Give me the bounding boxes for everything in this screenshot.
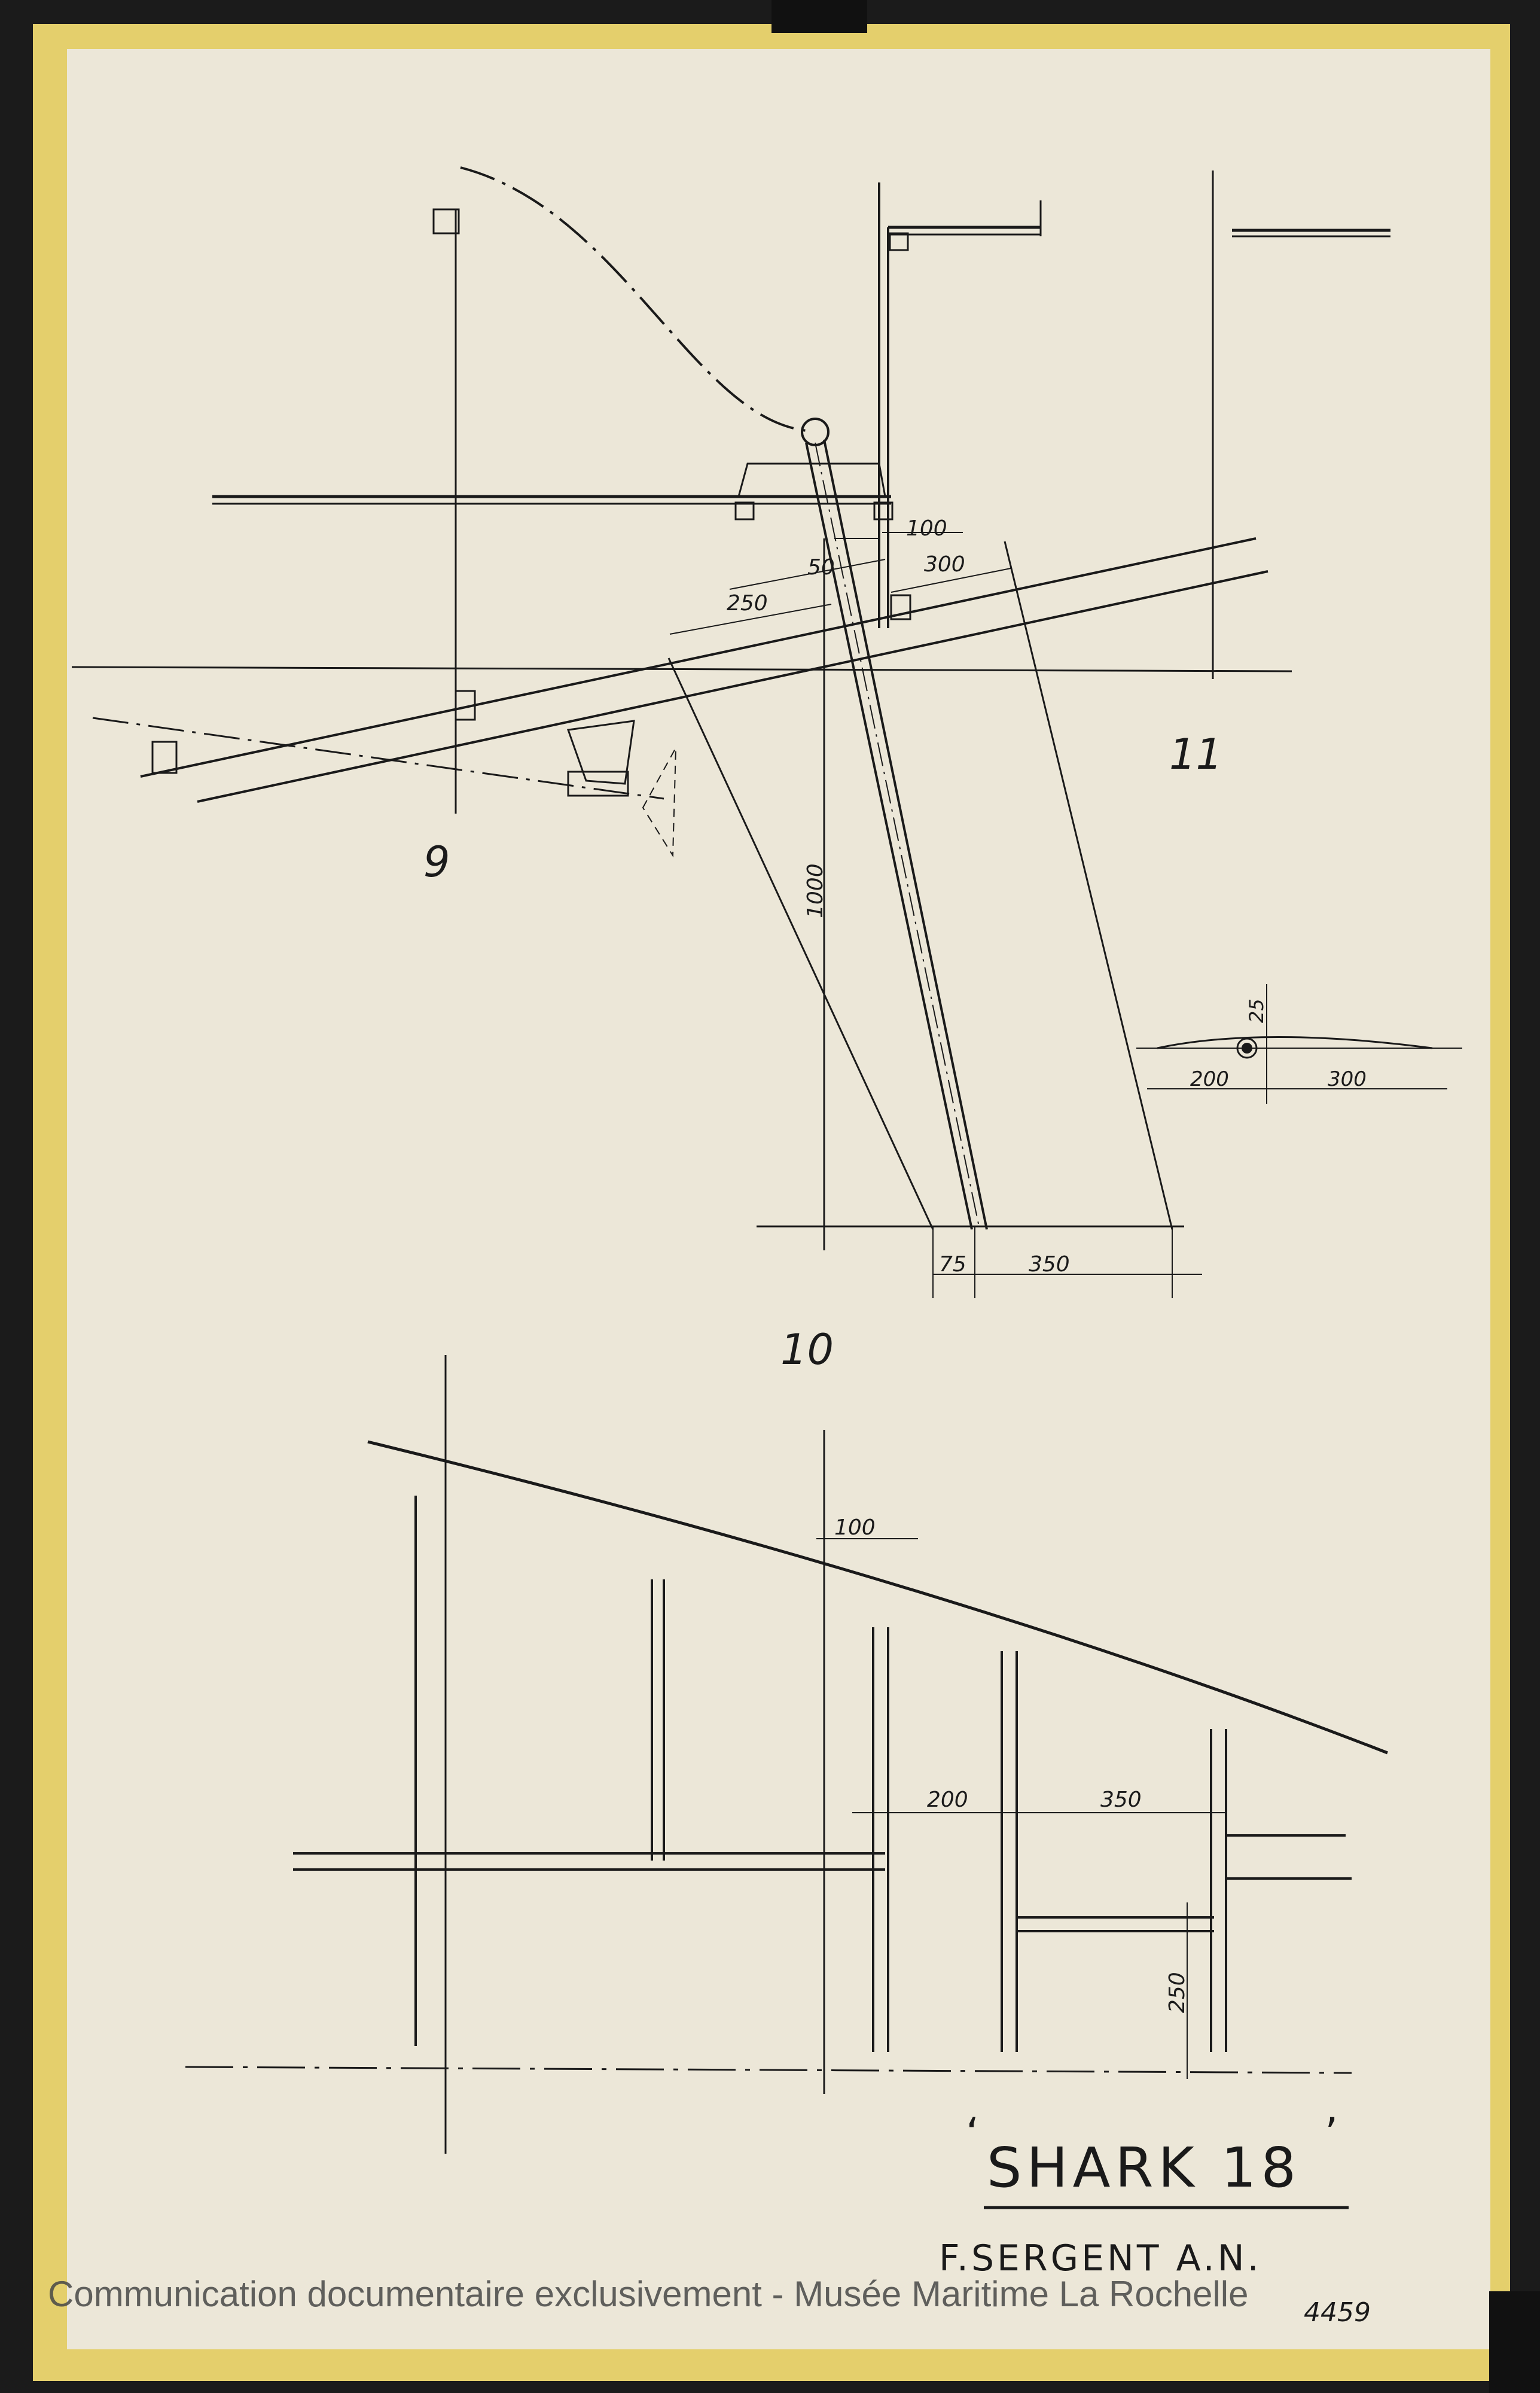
section-dim-300: 300 <box>1328 1067 1367 1091</box>
title-open-quote: ‘ <box>966 2109 979 2158</box>
dim-bottom-100: 100 <box>834 1515 876 1540</box>
dim-top-100: 100 <box>906 516 947 541</box>
dim-top-1000: 1000 <box>803 863 828 918</box>
clip-bottom-right <box>1489 2291 1540 2393</box>
station-label-11: 11 <box>1169 730 1222 779</box>
dim-top-300: 300 <box>924 552 965 577</box>
dim-top-250: 250 <box>727 591 768 616</box>
dim-bottom-200: 200 <box>927 1788 968 1812</box>
title-close-quote: ’ <box>1325 2109 1338 2158</box>
station-label-9: 9 <box>423 838 450 887</box>
paper-sheet <box>67 49 1490 2349</box>
section-dim-25: 25 <box>1245 998 1268 1023</box>
sheet-number: 4459 <box>1304 2297 1371 2328</box>
dim-top-350: 350 <box>1029 1252 1070 1277</box>
dim-bottom-250: 250 <box>1165 1972 1190 2013</box>
section-dim-200: 200 <box>1190 1067 1229 1091</box>
dim-top-50: 50 <box>807 555 835 580</box>
drawing-title: SHARK 18 <box>987 2136 1301 2200</box>
author-name: F.SERGENT A.N. <box>939 2237 1262 2279</box>
dim-bottom-350: 350 <box>1100 1788 1142 1812</box>
dim-top-75: 75 <box>939 1252 966 1277</box>
lower-view <box>185 1355 1388 2154</box>
upper-view <box>71 166 1462 1298</box>
station-label-10: 10 <box>780 1325 834 1374</box>
watermark-text: Communication documentaire exclusivement… <box>48 2274 1249 2314</box>
clip-top <box>771 0 867 33</box>
